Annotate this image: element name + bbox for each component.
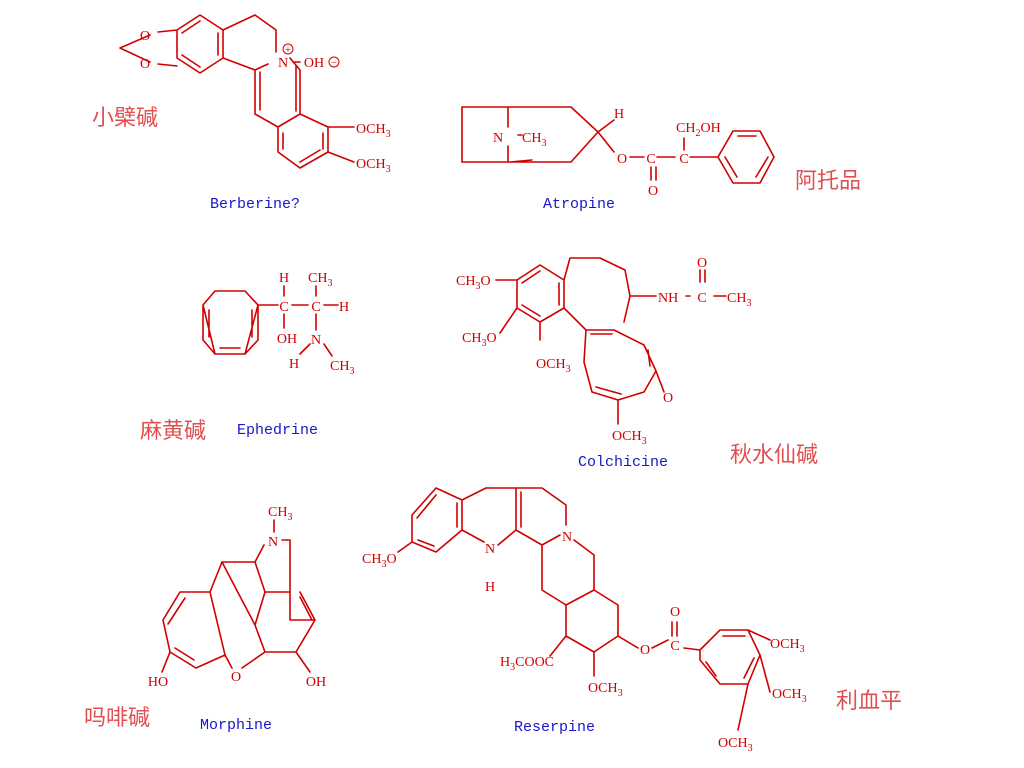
berberine-oh: OH	[304, 56, 324, 71]
colchicine-ome4: OCH3	[612, 429, 647, 447]
atropine-c2: C	[679, 152, 688, 167]
berberine-ome1: OCH3	[356, 122, 391, 140]
ephedrine-name-cn: 麻黄碱	[140, 419, 206, 444]
colchicine-ome2: CH3O	[462, 331, 497, 349]
ephedrine-h3: H	[289, 357, 299, 372]
atropine-n: N	[493, 131, 503, 146]
reserpine-n: N	[562, 530, 572, 545]
morphine-ho: HO	[148, 675, 168, 690]
atropine-o: O	[617, 152, 627, 167]
berberine-name-en: Berberine?	[210, 196, 300, 213]
reserpine-structure: CH3O N H N H3COOC OCH3 O C O OCH3 OCH3 O…	[362, 487, 902, 754]
berberine-name-cn: 小檗碱	[92, 106, 158, 131]
colchicine-ome3: OCH3	[536, 357, 571, 375]
colchicine-ome1: CH3O	[456, 274, 491, 292]
colchicine-structure: CH3O CH3O OCH3 NH C O CH3 O OCH3 秋水仙碱 Co…	[456, 256, 818, 471]
reserpine-ome-t1: OCH3	[770, 637, 805, 655]
atropine-c1: C	[646, 152, 655, 167]
reserpine-o-ester: O	[640, 643, 650, 658]
reserpine-ester: H3COOC	[500, 655, 554, 673]
atropine-bonds	[461, 106, 775, 184]
berberine-bonds	[119, 14, 355, 169]
reserpine-ome-t2: OCH3	[772, 687, 807, 705]
atropine-name-cn: 阿托品	[795, 169, 861, 194]
morphine-structure: CH3 N HO O OH 吗啡碱 Morphine	[84, 505, 326, 734]
colchicine-name-cn: 秋水仙碱	[730, 443, 818, 468]
berberine-plus-charge: +	[285, 45, 291, 56]
reserpine-name-en: Reserpine	[514, 719, 595, 736]
atropine-structure: N CH3 H O C O C CH2OH 阿托品 Atropine	[461, 106, 861, 213]
atropine-h: H	[614, 107, 624, 122]
atropine-name-en: Atropine	[543, 196, 615, 213]
morphine-bonds	[161, 519, 316, 673]
colchicine-ketone-o: O	[663, 391, 673, 406]
ephedrine-h1: H	[279, 271, 289, 286]
colchicine-nh: NH	[658, 291, 678, 306]
reserpine-meo: CH3O	[362, 552, 397, 570]
colchicine-o-top: O	[697, 256, 707, 271]
atropine-ch2oh: CH2OH	[676, 121, 721, 139]
reserpine-ome-t3: OCH3	[718, 736, 753, 754]
reserpine-indole-n: N	[485, 542, 495, 557]
ephedrine-me1: CH3	[308, 271, 332, 289]
colchicine-c: C	[697, 291, 706, 306]
ephedrine-oh: OH	[277, 332, 297, 347]
ephedrine-me2: CH3	[330, 359, 354, 377]
reserpine-carbonyl-o: O	[670, 605, 680, 620]
berberine-o1: O	[140, 29, 150, 44]
ephedrine-n: N	[311, 333, 321, 348]
ephedrine-bonds	[202, 285, 339, 357]
colchicine-bonds	[495, 257, 727, 425]
ephedrine-h2: H	[339, 300, 349, 315]
berberine-minus-charge: −	[331, 58, 337, 69]
reserpine-name-cn: 利血平	[836, 689, 902, 714]
atropine-carbonyl-o: O	[648, 184, 658, 199]
ephedrine-c2: C	[311, 300, 320, 315]
reserpine-ome-mid: OCH3	[588, 681, 623, 699]
colchicine-name-en: Colchicine	[578, 454, 668, 471]
morphine-o: O	[231, 670, 241, 685]
morphine-oh: OH	[306, 675, 326, 690]
morphine-name-en: Morphine	[200, 717, 272, 734]
morphine-n: N	[268, 535, 278, 550]
ephedrine-structure: H C OH CH3 C H N H CH3 麻黄碱 Ephedrine	[140, 271, 354, 444]
reserpine-bonds	[397, 487, 771, 731]
berberine-ome2: OCH3	[356, 157, 391, 175]
berberine-structure: O O N + OH − OCH3 OCH3 小檗碱 Berberine?	[92, 14, 391, 213]
berberine-n: N	[278, 56, 288, 71]
morphine-name-cn: 吗啡碱	[84, 706, 150, 731]
berberine-o2: O	[140, 57, 150, 72]
berberine-minus-charge-circle	[328, 56, 340, 68]
atropine-me: CH3	[522, 131, 546, 149]
ephedrine-c1: C	[279, 300, 288, 315]
ephedrine-name-en: Ephedrine	[237, 422, 318, 439]
morphine-me: CH3	[268, 505, 292, 523]
reserpine-indole-h: H	[485, 580, 495, 595]
reserpine-c: C	[670, 639, 679, 654]
berberine-plus-charge-circle	[282, 43, 294, 55]
colchicine-me: CH3	[727, 291, 751, 309]
